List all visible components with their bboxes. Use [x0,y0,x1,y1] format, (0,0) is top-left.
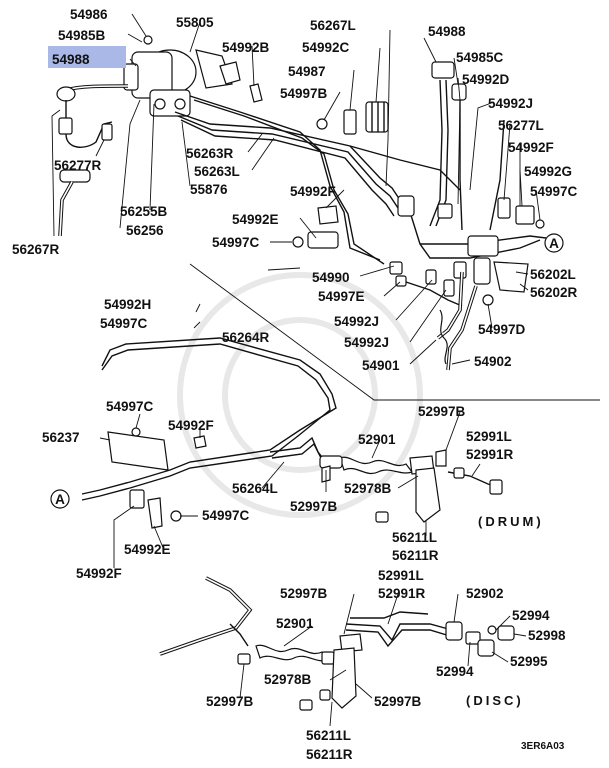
label-56263l[interactable]: 56263L [194,164,240,179]
label-54992f[interactable]: 54992F [508,140,554,155]
label-52901-disc[interactable]: 52901 [276,616,314,631]
callout-a-upper: A [544,233,564,253]
label-54992e[interactable]: 54992E [232,212,279,227]
label-56263r[interactable]: 56263R [186,146,234,161]
callout-a-lower-text: A [55,492,65,507]
separator-lines [189,263,600,401]
label-54997c-center[interactable]: 54997C [212,235,260,250]
label-52997b-drum[interactable]: 52997B [290,499,338,514]
label-56211l-disc[interactable]: 56211L [306,728,351,743]
label-56267l[interactable]: 56267L [310,18,356,33]
label-52991r-drum[interactable]: 52991R [466,447,514,462]
label-56237[interactable]: 56237 [42,430,80,445]
caption-drum: (DRUM) [478,514,544,529]
label-56267r[interactable]: 56267R [12,242,60,257]
label-54990[interactable]: 54990 [312,270,350,285]
label-56211r-drum[interactable]: 56211R [392,548,439,563]
pipe-56264 [81,337,337,501]
label-54901[interactable]: 54901 [362,358,400,373]
label-56255b[interactable]: 56255B [120,204,168,219]
disc-assembly [159,576,515,711]
label-54997c-bracket[interactable]: 54997C [106,399,154,414]
label-54987[interactable]: 54987 [288,64,326,79]
label-54992j[interactable]: 54992J [488,96,533,111]
label-52991l-drum[interactable]: 52991L [466,429,512,444]
label-52997b-drum-top[interactable]: 52997B [418,404,466,419]
watermark-emblem [177,272,423,518]
label-54992h[interactable]: 54992H [104,297,151,312]
leader-lines [51,13,541,727]
bracket-56237 [107,427,207,529]
label-54992f-bracket[interactable]: 54992F [168,418,214,433]
cap-54986 [143,35,153,45]
label-54992j-mid[interactable]: 54992J [334,314,379,329]
label-55805[interactable]: 55805 [176,15,214,30]
label-54997d[interactable]: 54997D [478,322,526,337]
label-52998[interactable]: 52998 [528,628,566,643]
pipe-bundle-56263 [174,95,401,265]
label-54992g[interactable]: 54992G [524,164,572,179]
label-52994-top[interactable]: 52994 [512,608,550,623]
label-56202r[interactable]: 56202R [530,285,578,300]
label-55876[interactable]: 55876 [190,182,228,197]
label-54992f-lower[interactable]: 54992F [76,566,122,581]
label-54997c[interactable]: 54997C [530,184,578,199]
label-52991r-disc[interactable]: 52991R [378,586,426,601]
label-52997b-disc-left[interactable]: 52997B [206,694,254,709]
label-52995[interactable]: 52995 [510,654,548,669]
diagram-code: 3ER6A03 [521,741,565,752]
label-54988[interactable]: 54988 [428,24,466,39]
label-56256[interactable]: 56256 [126,223,164,238]
highlight-54988 [48,46,126,68]
label-52991l-disc[interactable]: 52991L [378,568,424,583]
drum-assembly [319,449,503,523]
label-54997c-left[interactable]: 54997C [100,316,148,331]
callout-a-upper-text: A [549,236,559,251]
label-52994-bottom[interactable]: 52994 [436,664,474,679]
master-cylinder [123,35,241,117]
label-52997b-disc-right[interactable]: 52997B [374,694,422,709]
label-54985c[interactable]: 54985C [456,50,504,65]
label-54997c-lower[interactable]: 54997C [202,508,250,523]
label-54902[interactable]: 54902 [474,354,512,369]
label-54997b[interactable]: 54997B [280,86,328,101]
label-54985b[interactable]: 54985B [58,28,106,43]
clips-center [292,205,339,249]
front-left-hose [56,84,129,237]
label-56277r[interactable]: 56277R [54,158,102,173]
right-junction [389,197,545,371]
label-52902[interactable]: 52902 [466,586,504,601]
label-52978b-disc[interactable]: 52978B [264,672,312,687]
label-54992j-low[interactable]: 54992J [344,335,389,350]
clips-54992c [249,83,389,135]
caption-disc: (DISC) [466,693,524,708]
label-52901-drum[interactable]: 52901 [358,432,396,447]
label-52978b-drum[interactable]: 52978B [344,481,392,496]
label-54992f-center[interactable]: 54992F [290,184,336,199]
upper-right-pipes [349,61,547,259]
label-56211l-drum[interactable]: 56211L [392,530,437,545]
label-54997e[interactable]: 54997E [318,289,365,304]
label-54992d[interactable]: 54992D [462,72,510,87]
label-54986[interactable]: 54986 [70,7,108,22]
label-56264l[interactable]: 56264L [232,481,278,496]
label-54992b[interactable]: 54992B [222,40,270,55]
label-54992e-lower[interactable]: 54992E [124,542,171,557]
callout-a-lower: A [50,489,70,509]
label-56211r-disc[interactable]: 56211R [306,747,353,762]
label-54988-highlighted[interactable]: 54988 [52,52,90,67]
label-52997b-disc-top[interactable]: 52997B [280,586,328,601]
label-56277l[interactable]: 56277L [498,118,544,133]
label-54992c[interactable]: 54992C [302,40,350,55]
part-labels: 54986 54985B 54988 55805 54992B 56267L 5… [12,7,578,762]
label-56264r[interactable]: 56264R [222,330,270,345]
label-56202l[interactable]: 56202L [530,267,576,282]
